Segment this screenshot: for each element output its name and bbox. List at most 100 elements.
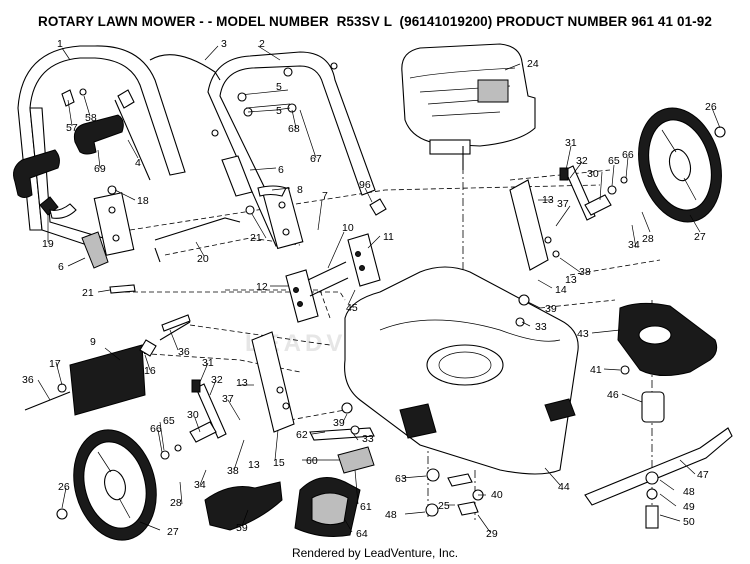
callout: 47 [697, 469, 709, 481]
wheel-left [56, 429, 157, 541]
callout: 67 [310, 153, 322, 165]
callout: 61 [360, 501, 372, 513]
callout: 13 [542, 194, 554, 206]
callout: 38 [579, 266, 591, 278]
handle-brackets [154, 155, 287, 263]
callout: 30 [187, 409, 199, 421]
height-adjust-plates [285, 233, 381, 323]
callout: 27 [167, 526, 179, 538]
callout: 13 [565, 274, 577, 286]
height-adjust-lever-right [559, 165, 628, 221]
callout: 37 [557, 198, 569, 210]
blade-assembly [584, 302, 733, 529]
callout: 69 [94, 163, 106, 175]
callout: 37 [222, 393, 234, 405]
callout: 25 [438, 500, 450, 512]
callout: 13 [248, 459, 260, 471]
mulch-plugs [204, 477, 361, 537]
callout: 6 [58, 261, 64, 273]
callout: 24 [527, 58, 539, 70]
callout: 19 [42, 238, 54, 250]
callout: 38 [227, 465, 239, 477]
callout: 50 [683, 516, 695, 528]
wheel-brackets [251, 179, 560, 433]
callout: 21 [250, 232, 262, 244]
callout: 46 [607, 389, 619, 401]
mower-deck [344, 266, 579, 475]
callout: 96 [359, 179, 371, 191]
callout: 9 [90, 336, 96, 348]
callout: 39 [333, 417, 345, 429]
callout: 34 [628, 239, 640, 251]
leader-lines [37, 45, 721, 533]
callout: 27 [694, 231, 706, 243]
engine [401, 43, 536, 170]
upper-handle [207, 51, 376, 250]
callout: 58 [85, 112, 97, 124]
callout: 33 [362, 433, 374, 445]
callout: 43 [577, 328, 589, 340]
wheel-right [638, 107, 726, 223]
callout: 15 [273, 457, 285, 469]
callout: 32 [211, 374, 223, 386]
callout: 48 [385, 509, 397, 521]
callout: 63 [395, 473, 407, 485]
callout: 17 [49, 358, 61, 370]
callout: 20 [197, 253, 209, 265]
page-title: ROTARY LAWN MOWER - - MODEL NUMBER R53SV… [37, 14, 712, 29]
height-adjust-lever-left [160, 379, 227, 460]
callout: 60 [306, 455, 318, 467]
callout: 65 [163, 415, 175, 427]
callout-numbers: 1 2 3 4 5 5 6 6 7 8 9 10 11 12 13 13 13 … [22, 38, 717, 540]
callout: 66 [622, 149, 634, 161]
callout: 36 [178, 346, 190, 358]
callout: 7 [322, 190, 328, 202]
callout: 65 [608, 155, 620, 167]
callout: 26 [705, 101, 717, 113]
callout: 4 [135, 157, 141, 169]
handle-grips [13, 114, 124, 198]
callout: 10 [342, 222, 354, 234]
callout: 40 [491, 489, 503, 501]
callout: 68 [288, 123, 300, 135]
callout: 64 [356, 528, 368, 540]
callout: 26 [58, 481, 70, 493]
callout: 36 [22, 374, 34, 386]
control-cable [114, 54, 221, 181]
footer-credit: Rendered by LeadVenture, Inc. [291, 546, 459, 560]
callout: 6 [278, 164, 284, 176]
callout: 11 [383, 231, 394, 243]
lower-handle [17, 45, 186, 256]
callout: 66 [150, 423, 162, 435]
callout: 13 [236, 377, 248, 389]
callout: 49 [683, 501, 695, 513]
callout: 59 [236, 522, 248, 534]
callout: 5 [276, 105, 282, 117]
handle-fasteners [39, 62, 338, 269]
callout: 44 [558, 481, 570, 493]
callout: 5 [276, 81, 282, 93]
rear-flap [24, 321, 191, 416]
callout: 45 [346, 302, 358, 314]
callout: 16 [144, 365, 156, 377]
callout: 28 [642, 233, 654, 245]
callout: 29 [486, 528, 498, 540]
callout: 18 [137, 195, 149, 207]
callout: 12 [256, 281, 268, 293]
callout: 41 [590, 364, 602, 376]
callout: 3 [221, 38, 227, 50]
callout: 62 [296, 429, 308, 441]
callout: 34 [194, 479, 206, 491]
callout: 33 [535, 321, 547, 333]
callout: 48 [683, 486, 695, 498]
callout: 31 [565, 137, 577, 149]
callout: 30 [587, 168, 599, 180]
callout: 21 [82, 287, 94, 299]
callout: 14 [555, 284, 567, 296]
callout: 39 [545, 303, 557, 315]
callout: 1 [57, 38, 63, 50]
deck-hardware [57, 198, 530, 517]
callout: 57 [66, 122, 78, 134]
callout: 2 [259, 38, 265, 50]
